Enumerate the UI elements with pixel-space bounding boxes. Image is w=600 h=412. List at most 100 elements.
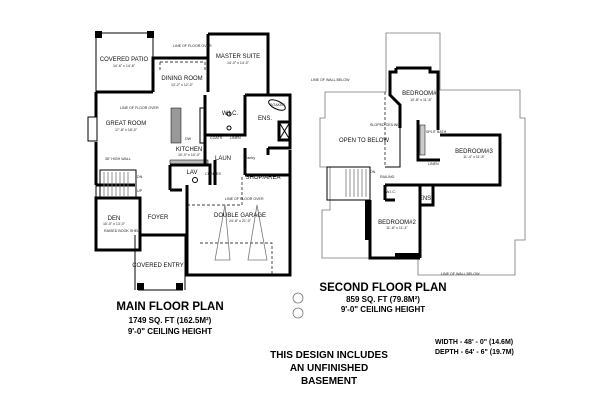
basement-note: THIS DESIGN INCLUDES AN UNFINISHED BASEM…: [270, 350, 388, 387]
room-dimension: 14'-6" x 14'-6": [113, 64, 136, 68]
annotation: RAILING: [380, 175, 395, 179]
room-label: MASTER SUITE: [216, 54, 260, 60]
room-dimension: 13'-2" x 12'-0": [171, 83, 194, 87]
annotation: UP: [137, 189, 143, 193]
room-label: DEN: [108, 216, 121, 222]
fireplace: [87, 116, 98, 142]
room-label: OPEN TO BELOW: [339, 138, 389, 144]
sink: [226, 111, 232, 117]
main-floor-plan: COVERED PATIO 14'-6" x 14'-6" DINING ROO…: [87, 31, 304, 336]
main-floor-ceiling: 9'-0" CEILING HEIGHT: [128, 327, 212, 336]
basement-note-line: BASEMENT: [301, 376, 357, 387]
kitchen-island: [170, 107, 182, 144]
second-floor-area: 859 SQ. FT (79.8M²): [346, 295, 420, 304]
room-dimension: 10'-8" x 11'-6": [410, 98, 433, 102]
room-dimension: 14'-0" x 14'-0": [227, 61, 250, 65]
laundry-lav-walls: [168, 160, 217, 192]
annotation: DN: [137, 175, 143, 179]
bedroom2-wall: [368, 185, 422, 260]
room-dimension: 11'-4" x 11'-8": [463, 155, 485, 159]
basement-note-line: THIS DESIGN INCLUDES: [270, 350, 388, 361]
bedroom4-wall: [388, 66, 440, 130]
tree-symbol: [292, 292, 304, 304]
room-label: SHOP/AREA: [245, 175, 280, 181]
room-label: KITCHEN: [176, 147, 202, 153]
overall-dimensions: WIDTH - 48' - 0" (14.6M) DEPTH - 64' - 6…: [435, 339, 514, 356]
stairs: [326, 166, 371, 201]
patio-post: [147, 31, 154, 38]
annotation: LINE OF FLOOR OVER: [173, 44, 212, 48]
den-wall: [94, 196, 142, 252]
annotation: LINE OF WALL BELOW: [441, 272, 480, 276]
annotation: SOAKER: [270, 103, 285, 107]
room-dimension: 24'-8" x 21'-0": [229, 219, 252, 223]
car-outline: [214, 204, 268, 261]
room-label: BEDROOM#2: [378, 220, 416, 226]
master-suite-wall: [206, 32, 270, 95]
annotation: DN: [370, 170, 376, 174]
room-label: W.I.C.: [222, 111, 239, 117]
room-label: SPLIT BATH: [426, 130, 447, 134]
room-label: COVERED PATIO: [100, 57, 149, 63]
soaker-tub: [268, 99, 286, 111]
room-label: Pantry: [245, 156, 256, 160]
room-label: ENS: [419, 196, 431, 202]
room-label: LAUN: [215, 156, 231, 162]
room-label: BEDROOM#3: [455, 149, 493, 155]
garage-wall: [185, 150, 292, 277]
kitchen-counter: [169, 159, 209, 165]
ens-wall: [418, 185, 435, 207]
sink: [226, 125, 232, 131]
annotation: DW: [185, 137, 192, 141]
second-floor-ceiling: 9'-0" CEILING HEIGHT: [341, 305, 425, 314]
annotation: COATS: [210, 136, 223, 140]
patio-wall: [96, 56, 208, 94]
line-of-floor-over: [187, 175, 273, 275]
room-dimension: 17'-8" x 18'-0": [115, 128, 138, 132]
second-floor-title: SECOND FLOOR PLAN: [319, 282, 446, 294]
annotation: LINE OF FLOOR OVER: [225, 197, 264, 201]
annotation: LINE OF WALL BELOW: [311, 78, 350, 82]
patio-post: [95, 31, 102, 38]
depth-dimension: DEPTH - 64' - 6" (19.7M): [435, 349, 514, 356]
room-dimension: 10'-0" x 13'-0": [103, 222, 126, 226]
room-label: GREAT ROOM: [106, 121, 146, 127]
main-floor-title: MAIN FLOOR PLAN: [116, 301, 223, 313]
room-dimension: 10'-0" x 10'-0": [178, 153, 201, 157]
room-label: BEDROOM#4: [402, 91, 440, 97]
great-room-wall: [94, 92, 135, 187]
second-floor-plan: BEDROOM#4 10'-8" x 11'-6" BEDROOM#3 11'-…: [311, 32, 526, 314]
annotation: LINE OF FLOOR OVER: [120, 106, 159, 110]
room-label: LINEN: [428, 162, 439, 166]
room-label: DOUBLE GARAGE: [214, 213, 266, 219]
covered-entry-outline: [134, 235, 186, 291]
entry-post: [137, 283, 144, 290]
dining-floor-over: [159, 61, 206, 72]
entry-post: [176, 283, 183, 290]
toilet: [192, 177, 198, 183]
tree-symbol: [292, 307, 304, 319]
wall-segment: [395, 253, 420, 258]
main-floor-area: 1749 SQ. FT (162.5M²): [129, 316, 212, 325]
annotation: SLOPED CEILING: [370, 123, 400, 127]
ensuite-walls: [203, 93, 292, 175]
room-label: COVERED ENTRY: [132, 263, 184, 269]
bedroom3-wall: [385, 120, 502, 187]
wall-segment: [365, 200, 370, 240]
bath-vanity: [419, 124, 426, 156]
room-label: DINING ROOM: [161, 76, 202, 82]
annotation: 36" HIGH WALL: [105, 157, 131, 161]
room-label: LAV: [187, 170, 198, 176]
room-label: ENS.: [258, 116, 272, 122]
shower: [277, 120, 292, 142]
annotation: RAISED BOOK SHELF: [104, 229, 142, 233]
room-dimension: 11'-8" x 11'-4": [386, 226, 408, 230]
room-label: W.I.C.: [386, 190, 396, 194]
railing: [385, 128, 401, 168]
room-label: CUBBIES: [205, 172, 221, 176]
width-dimension: WIDTH - 48' - 0" (14.6M): [435, 339, 513, 346]
room-label: FOYER: [148, 215, 169, 221]
basement-note-line: AN UNFINISHED: [290, 363, 368, 374]
annotation: LINEN: [230, 136, 241, 140]
